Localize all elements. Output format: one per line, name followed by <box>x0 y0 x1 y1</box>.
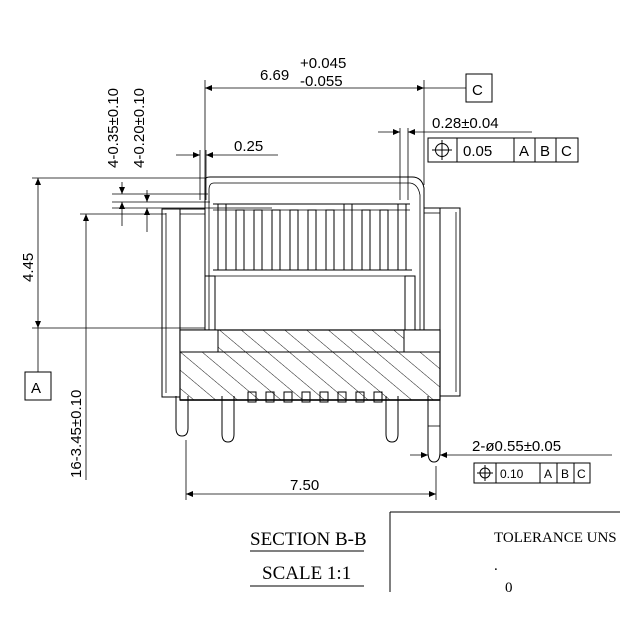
section-title: SECTION B-B <box>250 529 367 550</box>
fcf-bottom-ref-c: C <box>577 467 586 481</box>
position-icon <box>477 465 493 481</box>
fcf-top-ref-a: A <box>519 143 529 160</box>
fcf-bottom-ref-b: B <box>561 467 569 481</box>
contact-comb <box>213 203 412 277</box>
tolerance-dot: . <box>494 558 498 574</box>
title-block: TOLERANCE UNS . 0 <box>389 511 620 596</box>
position-icon <box>432 140 452 160</box>
fcf-top: 0.05 A B C <box>427 137 579 163</box>
connector-body <box>161 176 461 463</box>
width-tol-lower: -0.055 <box>300 73 343 90</box>
base-width: 7.50 <box>290 477 319 494</box>
housing-wall-right <box>439 207 461 397</box>
stack-b: 4-0.20±0.10 <box>131 88 148 168</box>
height-total: 4.45 <box>20 253 37 282</box>
section-label: SECTION B-B SCALE 1:1 <box>250 529 367 587</box>
bottom-pins <box>175 391 441 463</box>
fcf-top-ref-c: C <box>561 143 572 160</box>
width-tol-upper: +0.045 <box>300 55 346 72</box>
fcf-bottom: 0.10 A B C <box>473 462 591 484</box>
datum-c: C <box>465 73 493 103</box>
hatched-base <box>179 329 441 401</box>
dimension-lines <box>32 80 612 500</box>
svg-text:C: C <box>472 82 483 99</box>
stack-a: 4-0.35±0.10 <box>105 88 122 168</box>
pin-length: 16-3.45±0.10 <box>68 390 85 478</box>
fcf-top-ref-b: B <box>540 143 550 160</box>
fcf-top-tolerance: 0.05 <box>463 143 492 160</box>
pitch-small: 0.25 <box>234 138 263 155</box>
pin-width: 0.28±0.04 <box>432 115 499 132</box>
upper-shell <box>204 176 425 330</box>
housing-wall-left <box>161 208 181 398</box>
hole-diameter: 2-ø0.55±0.05 <box>472 438 561 455</box>
svg-text:A: A <box>31 380 41 397</box>
fcf-bottom-tolerance: 0.10 <box>500 467 524 481</box>
section-scale: SCALE 1:1 <box>262 563 351 584</box>
datum-a: A <box>24 371 52 401</box>
tolerance-digit: 0 <box>505 580 513 596</box>
tolerance-label: TOLERANCE UNS <box>494 530 617 546</box>
fcf-bottom-ref-a: A <box>544 467 552 481</box>
width-value: 6.69 <box>260 67 289 84</box>
